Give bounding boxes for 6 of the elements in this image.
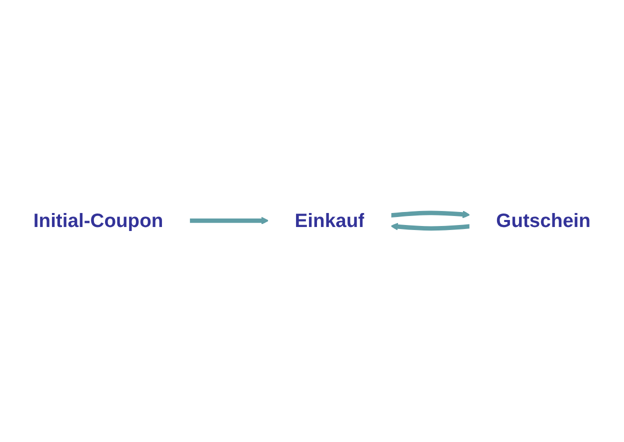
node-text: Initial-Coupon xyxy=(33,210,164,232)
arrow xyxy=(390,210,470,219)
node-text: Gutschein xyxy=(496,210,591,232)
arrow xyxy=(190,217,269,225)
arrow xyxy=(390,223,470,231)
node-text: Einkauf xyxy=(294,210,365,232)
